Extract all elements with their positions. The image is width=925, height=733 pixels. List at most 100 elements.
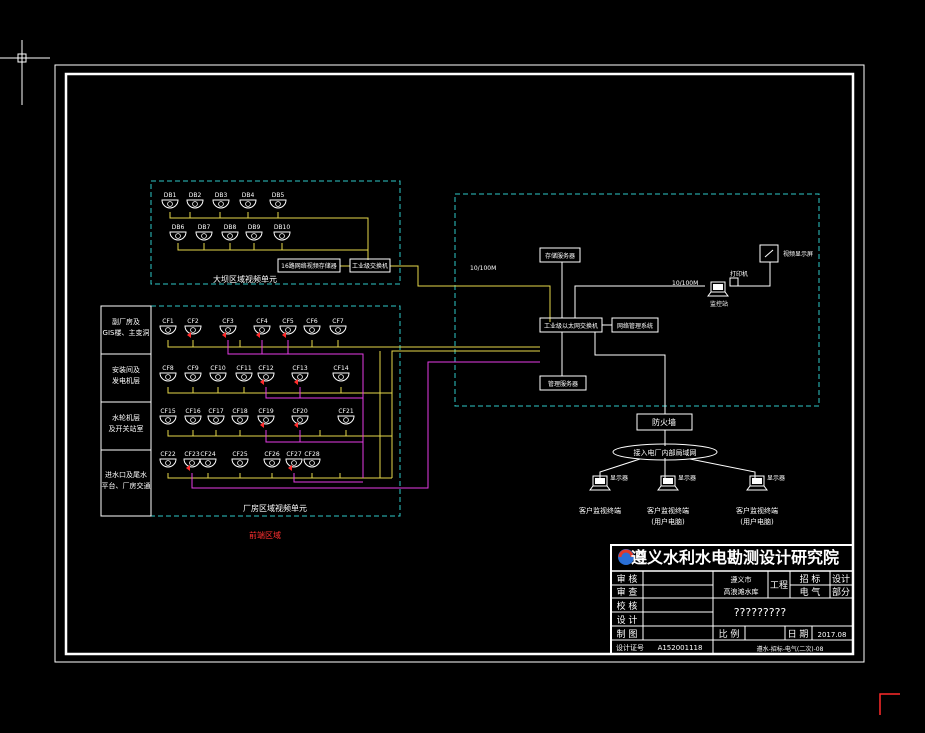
- dam-camera-DB9: DB9: [245, 224, 263, 241]
- printer-icon: [729, 277, 739, 287]
- tb-stage2: 设计: [832, 573, 850, 585]
- tb-check: 校 核: [617, 600, 638, 612]
- mgmt-server-label: 管理服务器: [548, 380, 578, 388]
- tb-project-line2: 高浪滩水库: [724, 587, 759, 596]
- workstation-label: 监控站: [710, 300, 728, 308]
- camera-label: CF7: [332, 318, 344, 325]
- plant-camera-CF8: CF8: [159, 365, 177, 382]
- camera-label: DB5: [272, 192, 285, 199]
- tv-wall-icon: [759, 244, 779, 263]
- camera-label: CF3: [222, 318, 234, 325]
- camera-label: CF24: [200, 451, 215, 458]
- lan-cloud: [612, 443, 718, 461]
- corner-marker-icon: [879, 693, 900, 715]
- camera-label: CF18: [232, 408, 247, 415]
- plant-camera-CF4: CF4: [253, 318, 271, 338]
- camera-label: CF20: [292, 408, 307, 415]
- tb-review: 审 查: [617, 586, 638, 598]
- camera-label: CF15: [160, 408, 175, 415]
- dam-camera-DB3: DB3: [212, 192, 230, 209]
- plant-camera-CF18: CF18: [231, 408, 249, 425]
- plant-row-sublabel-2: 发电机层: [112, 376, 140, 385]
- firewall-box: [636, 413, 693, 431]
- tb-project-line1: 遵义市: [731, 575, 752, 584]
- front-zone-label: 前端区域: [249, 530, 281, 540]
- camera-label: DB6: [172, 224, 185, 231]
- camera-label: CF10: [210, 365, 225, 372]
- plant-camera-CF25: CF25: [231, 451, 249, 468]
- yellow-wiring: [167, 212, 551, 479]
- tb-design: 设 计: [617, 614, 638, 626]
- camera-label: CF16: [185, 408, 200, 415]
- camera-label: DB9: [248, 224, 261, 231]
- dam-media-box: [277, 258, 341, 273]
- institute-logo-icon: [618, 549, 634, 565]
- dam-zone-label: 大坝区域视频单元: [213, 274, 277, 284]
- tb-drawing-title: ?????????: [734, 606, 787, 619]
- camera-label: DB10: [274, 224, 291, 231]
- plant-camera-CF3: CF3: [219, 318, 237, 338]
- plant-camera-CF24: CF24: [199, 451, 217, 468]
- dam-camera-DB2: DB2: [186, 192, 204, 209]
- plant-camera-CF12: CF12: [257, 365, 275, 385]
- camera-label: CF2: [187, 318, 199, 325]
- plant-camera-CF11: CF11: [235, 365, 253, 382]
- storage-box: [539, 247, 581, 263]
- firewall-label: 防火墙: [652, 417, 676, 427]
- plant-camera-CF23: CF23: [183, 451, 201, 471]
- dam-camera-DB5: DB5: [269, 192, 287, 209]
- plant-camera-CF5: CF5: [279, 318, 297, 338]
- dam-camera-DB10: DB10: [273, 224, 291, 241]
- plant-camera-CF10: CF10: [209, 365, 227, 382]
- plant-camera-CF17: CF17: [207, 408, 225, 425]
- plant-row-sublabel-4: 平台、厂房交通: [102, 481, 151, 490]
- camera-label: CF27: [286, 451, 301, 458]
- plant-camera-CF20: CF20: [291, 408, 309, 428]
- camera-label: CF25: [232, 451, 247, 458]
- dam-camera-DB4: DB4: [239, 192, 257, 209]
- camera-label: DB7: [198, 224, 211, 231]
- white-wiring: [561, 262, 771, 478]
- plant-camera-CF27: CF27: [285, 451, 303, 471]
- tb-dept1: 电 气: [800, 586, 821, 598]
- core-switch-label: 工业级以太网交换机: [544, 322, 598, 330]
- camera-label: CF19: [258, 408, 273, 415]
- client-terminal-3-icon: 显示器: [746, 475, 785, 491]
- dam-zone: [150, 180, 401, 285]
- plant-camera-CF9: CF9: [184, 365, 202, 382]
- plant-row-labels: [100, 305, 152, 517]
- control-zone: [454, 193, 820, 407]
- plant-camera-CF6: CF6: [303, 318, 321, 335]
- plant-row-label-2: 安装间及: [112, 365, 140, 374]
- tb-date-label: 日 期: [788, 629, 809, 640]
- cad-crosshair-icon: [0, 40, 50, 105]
- lan-label: 接入电厂内部局域网: [634, 448, 697, 457]
- plant-camera-CF2: CF2: [184, 318, 202, 338]
- tb-dept2: 部分: [832, 586, 850, 598]
- magenta-wiring: [191, 340, 540, 489]
- pc-tag-label: 显示器: [678, 475, 696, 482]
- tb-stage1: 招 标: [800, 573, 821, 585]
- dam-switch-label: 工业级交换机: [352, 262, 388, 270]
- dam-camera-DB1: DB1: [161, 192, 179, 209]
- tb-date: 2017.08: [818, 631, 847, 639]
- plant-zone-label: 厂房区域视频单元: [243, 503, 307, 513]
- outer-frame: [54, 64, 865, 663]
- camera-label: CF13: [292, 365, 307, 372]
- storage-label: 存储服务器: [545, 252, 575, 260]
- client-sublabel-3: (用户电脑): [740, 517, 774, 526]
- plant-camera-CF21: CF21: [337, 408, 355, 425]
- core-switch-box: [539, 317, 603, 333]
- dam-camera-DB8: DB8: [221, 224, 239, 241]
- camera-label: DB3: [215, 192, 228, 199]
- plant-row-sublabel-1: GIS楼、主变洞: [103, 328, 150, 337]
- plant-camera-CF1: CF1: [159, 318, 177, 335]
- tb-cert-no: A152001118: [658, 644, 703, 652]
- client-sublabel-2: (用户电脑): [651, 517, 685, 526]
- camera-label: CF17: [208, 408, 223, 415]
- camera-label: CF14: [333, 365, 348, 372]
- tb-project-tag: 工程: [770, 580, 788, 591]
- plant-camera-CF28: CF28: [303, 451, 321, 468]
- camera-label: CF6: [306, 318, 318, 325]
- camera-label: DB4: [242, 192, 255, 199]
